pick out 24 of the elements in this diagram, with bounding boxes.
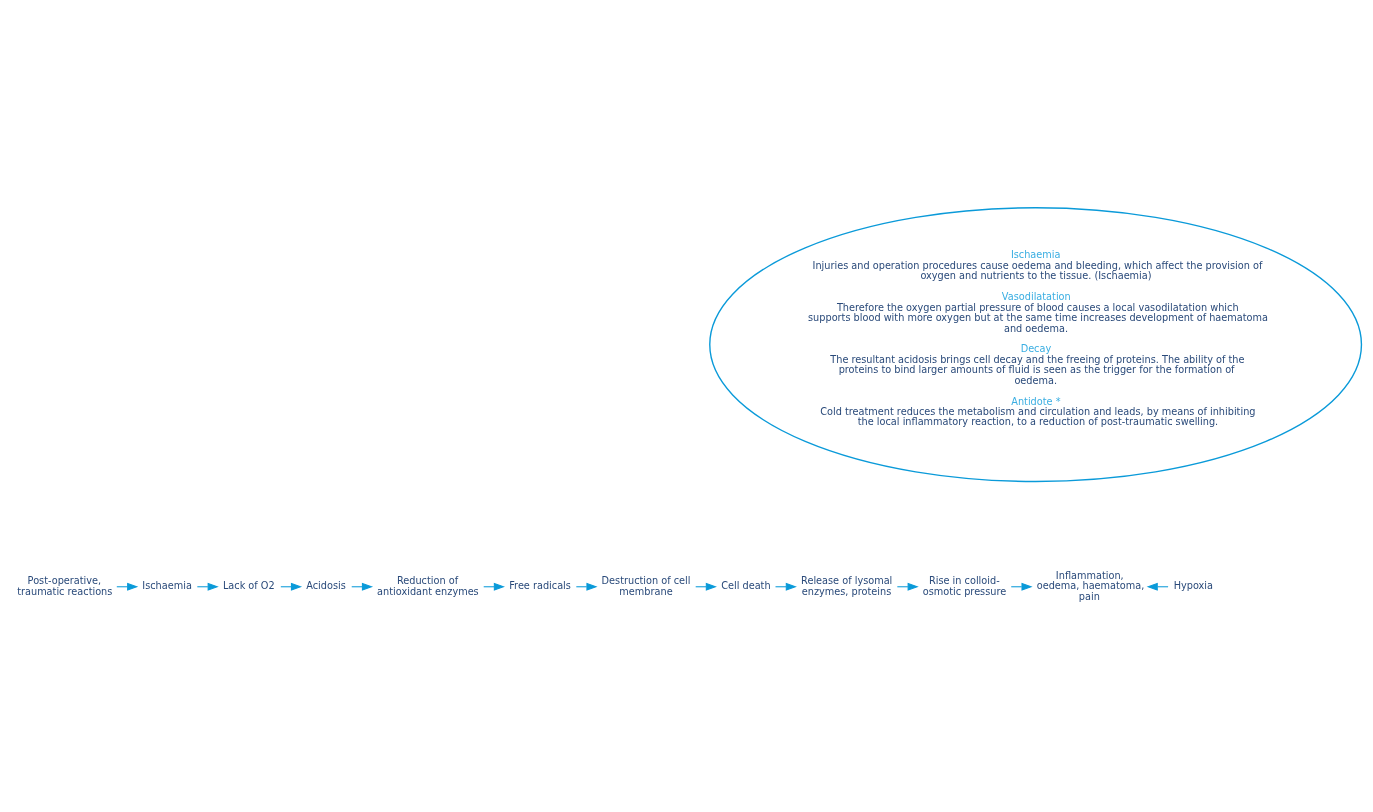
arrow — [116, 582, 139, 591]
node-text: Destruction of cell membrane — [601, 574, 691, 597]
arrow — [280, 582, 303, 591]
arrow — [351, 582, 374, 591]
node-text: Ischaemia — [142, 579, 192, 591]
arrow — [695, 582, 717, 591]
node-text: Lack of O2 — [222, 579, 275, 591]
node-text: Cell death — [721, 579, 771, 591]
node-text: Rise in colloid-osmotic pressure — [922, 574, 1007, 597]
node-text: Hypoxia — [1173, 579, 1214, 591]
arrow — [1010, 582, 1033, 591]
node-text: Acidosis — [306, 579, 346, 591]
node-text: Post-operative, traumatic reactions — [17, 574, 113, 597]
arrow — [775, 582, 797, 591]
node-text: Inflammation, oedema, haematoma, pain — [1036, 569, 1145, 602]
node-text: Reduction of antioxidant enzymes — [377, 574, 479, 597]
node-ellipse: Ischaemia Injuries and operation procedures cause oedema and bleeding, which affect the provision of oxygen and nutrients to the tissue. (Ischaemia) Vasodilatation Therefore the oxygen partial pressure of blood causes a local vasodilatation which supports blood with more oxygen but at the same time increases development of haematoma and oedema. Decay The resultant acidosis brings cell decay and the freeing of proteins. The ability of the proteins to bind larger amounts of fluid is seen as the trigger for the formation of oedema. Antidote * Cold treatment reduces the metabolism and circulation and leads, by means of inhibiting the local inflammatory reaction, to a reduction of post-traumatic swelling. — [709, 206, 1363, 482]
arrow — [575, 582, 598, 591]
node-text: Free radicals — [509, 579, 571, 591]
arrow — [196, 582, 219, 591]
arrow — [483, 582, 505, 591]
arrow — [1146, 582, 1169, 591]
node-text: Release of lysomal enzymes, proteins — [801, 574, 893, 597]
arrow — [896, 582, 919, 591]
